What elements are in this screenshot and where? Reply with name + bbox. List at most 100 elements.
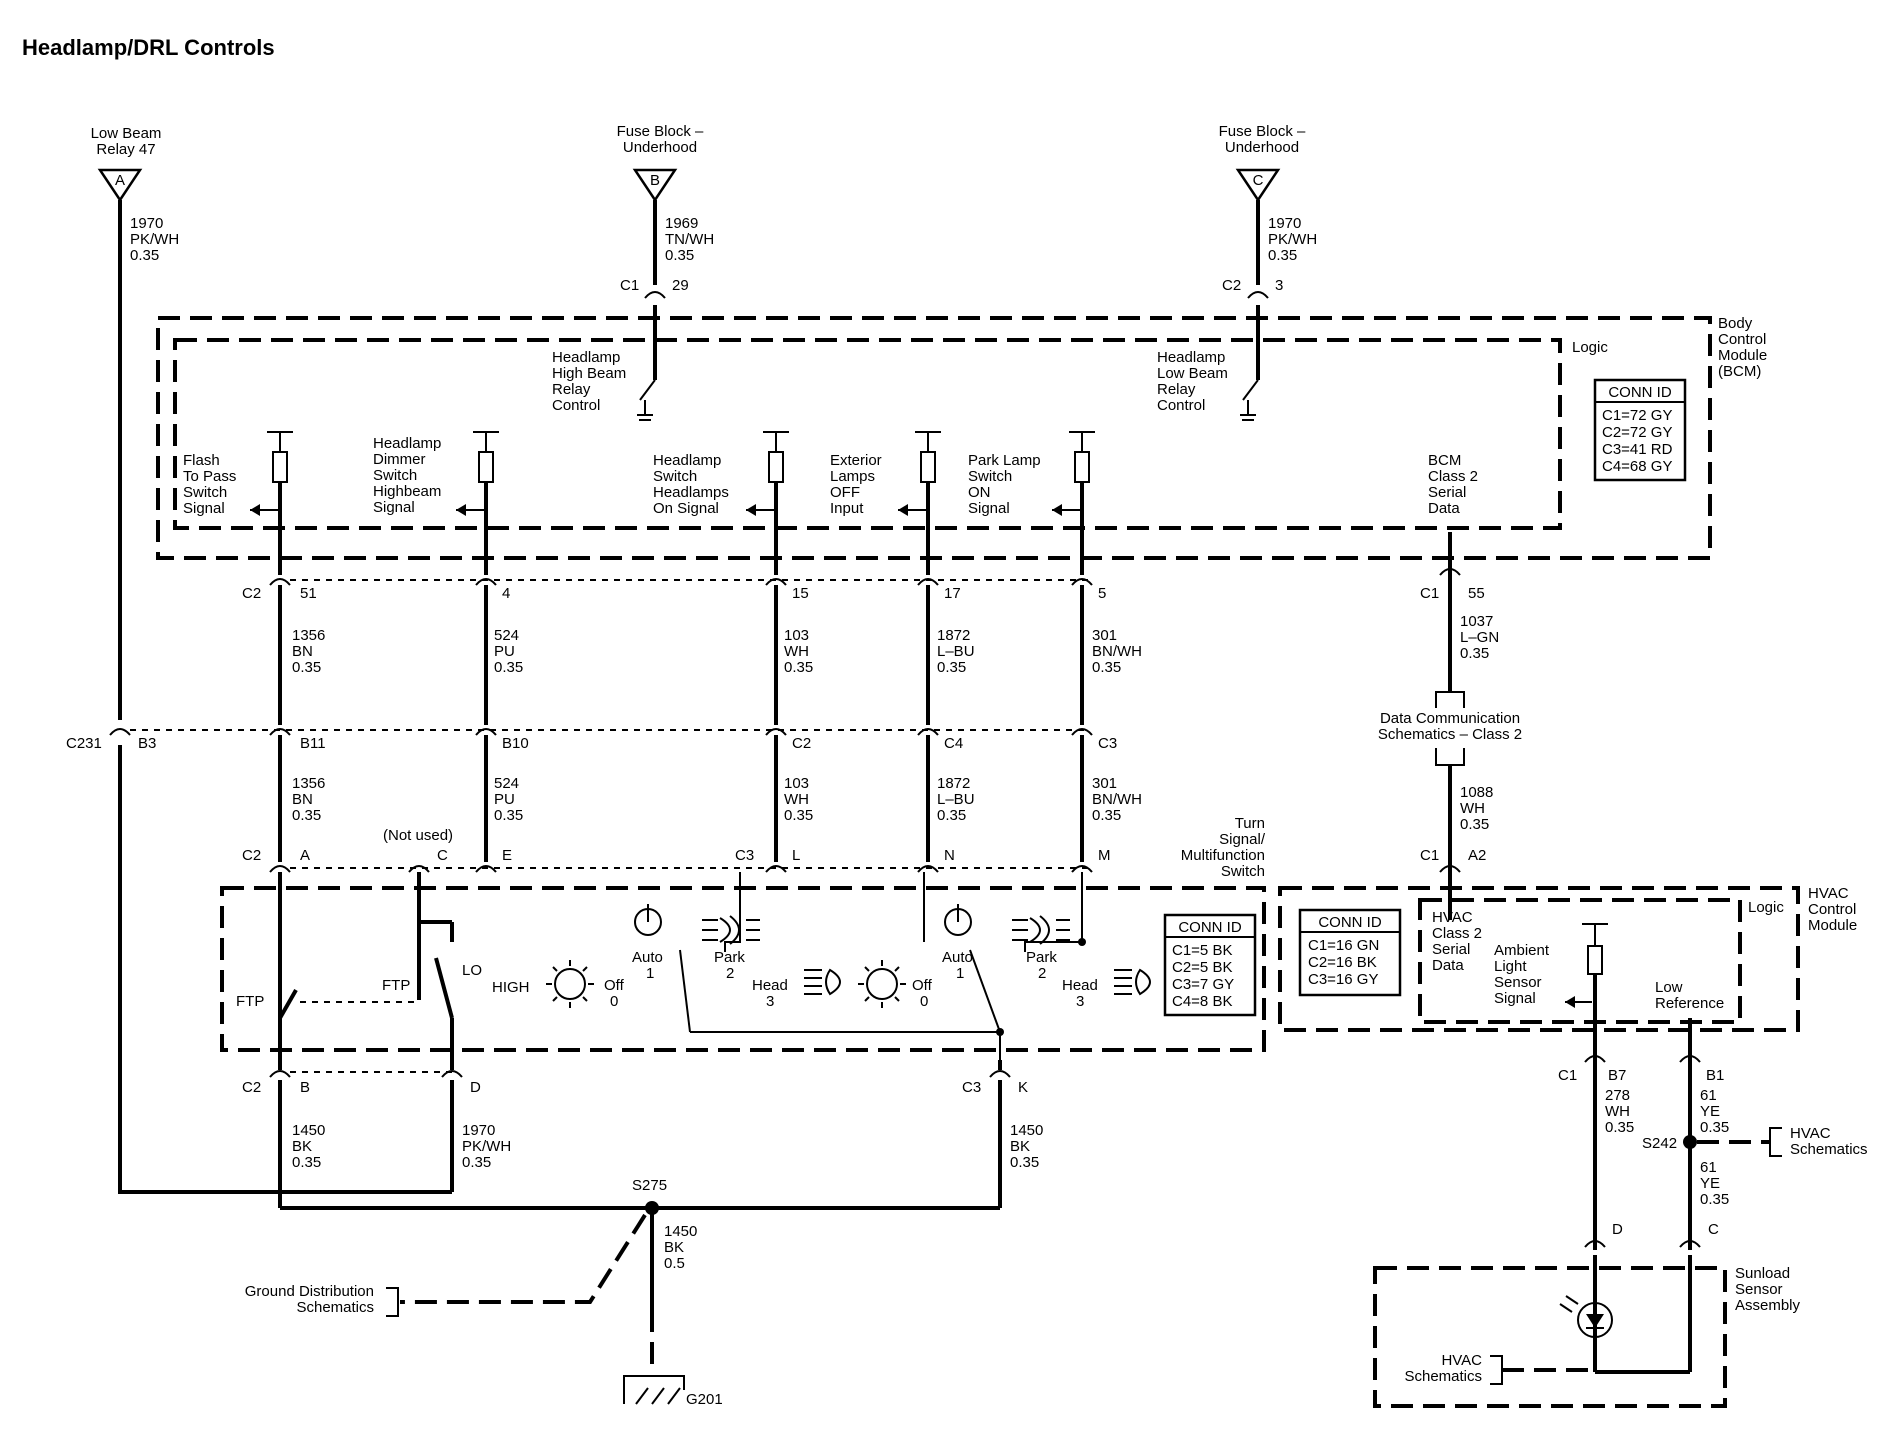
bcm-signal-channel <box>456 431 499 873</box>
source-a-letter: A <box>115 172 125 189</box>
hvac-conn: C1 <box>1420 847 1439 864</box>
switch-ftp2: FTP <box>382 977 410 994</box>
hvac-conn-id-title: CONN ID <box>1318 914 1382 931</box>
pos-num: 1 <box>956 965 964 982</box>
hvac-conn-id-row: C3=16 GY <box>1308 971 1378 988</box>
bcm-conn-id-row: C1=72 GY <box>1602 407 1672 424</box>
hvac-conn-id-row: C2=16 BK <box>1308 954 1377 971</box>
switch-high: HIGH <box>492 979 530 996</box>
pos-num: 0 <box>610 993 618 1010</box>
switch-ftp: FTP <box>236 993 264 1010</box>
switch-pin: L <box>792 847 800 864</box>
ground-name: G201 <box>686 1391 723 1408</box>
hvac-conn-id-row: C1=16 GN <box>1308 937 1379 954</box>
hvac-b1-pin: B1 <box>1706 1067 1724 1084</box>
c231-name: C231 <box>66 735 102 752</box>
source-c-name: Fuse Block –Underhood <box>1219 123 1306 156</box>
bcm-conn-id-title: CONN ID <box>1608 384 1672 401</box>
switch-conn-id-row: C1=5 BK <box>1172 942 1232 959</box>
bcm-pin: 15 <box>792 585 809 602</box>
pos-num: 2 <box>1038 965 1046 982</box>
c231-pin: B10 <box>502 735 529 752</box>
splice-name: S275 <box>632 1177 667 1194</box>
bcm-signal-channel <box>250 431 293 873</box>
pos-label: Park <box>1026 949 1057 966</box>
switch-conn-id-row: C2=5 BK <box>1172 959 1232 976</box>
lamp-off-icon <box>546 960 594 1008</box>
switch-out-pin: D <box>470 1079 481 1096</box>
source-c-pin: 3 <box>1275 277 1283 294</box>
pos-label: Head <box>1062 977 1098 994</box>
park-lamp-icon <box>1012 915 1070 945</box>
switch-out-pin: K <box>1018 1079 1028 1096</box>
bcm-pin: 51 <box>300 585 317 602</box>
bcm-serial-pin: 55 <box>1468 585 1485 602</box>
bcm-signal-channel <box>746 431 789 873</box>
pos-num: 1 <box>646 965 654 982</box>
ground-g201-icon <box>623 1375 685 1405</box>
c231-pin: C4 <box>944 735 963 752</box>
switch-pin: E <box>502 847 512 864</box>
switch-pin: M <box>1098 847 1111 864</box>
pos-num: 3 <box>766 993 774 1010</box>
bcm-conn-id-row: C4=68 GY <box>1602 458 1672 475</box>
bcm-pin: 17 <box>944 585 961 602</box>
bcm-conn-id-row: C3=41 RD <box>1602 441 1673 458</box>
source-b-letter: B <box>650 172 660 189</box>
switch-conn-id-title: CONN ID <box>1178 919 1242 936</box>
splice-s242 <box>1683 1135 1697 1149</box>
sunload-pin: C <box>1708 1221 1719 1238</box>
source-c-letter: C <box>1253 172 1264 189</box>
switch-out-conn: C2 <box>242 1079 261 1096</box>
pos-num: 2 <box>726 965 734 982</box>
bcm-conn-c2: C2 <box>242 585 261 602</box>
switch-conn-id-row: C3=7 GY <box>1172 976 1234 993</box>
auto-icon <box>944 904 972 936</box>
headlamp-icon <box>1114 968 1151 996</box>
hvac-b7-pin: B7 <box>1608 1067 1626 1084</box>
headlamp-icon <box>804 968 841 996</box>
switch-not-used: (Not used) <box>383 827 453 844</box>
switch-out-pin: B <box>300 1079 310 1096</box>
bcm-conn-id-table: CONN ID C1=72 GY C2=72 GY C3=41 RD C4=68… <box>1593 378 1687 482</box>
c231-pin: B11 <box>300 735 326 752</box>
bcm-signal-channel <box>898 431 941 873</box>
park-lamp-icon <box>702 915 760 945</box>
switch-pin: A <box>300 847 310 864</box>
switch-conn: C2 <box>242 847 261 864</box>
